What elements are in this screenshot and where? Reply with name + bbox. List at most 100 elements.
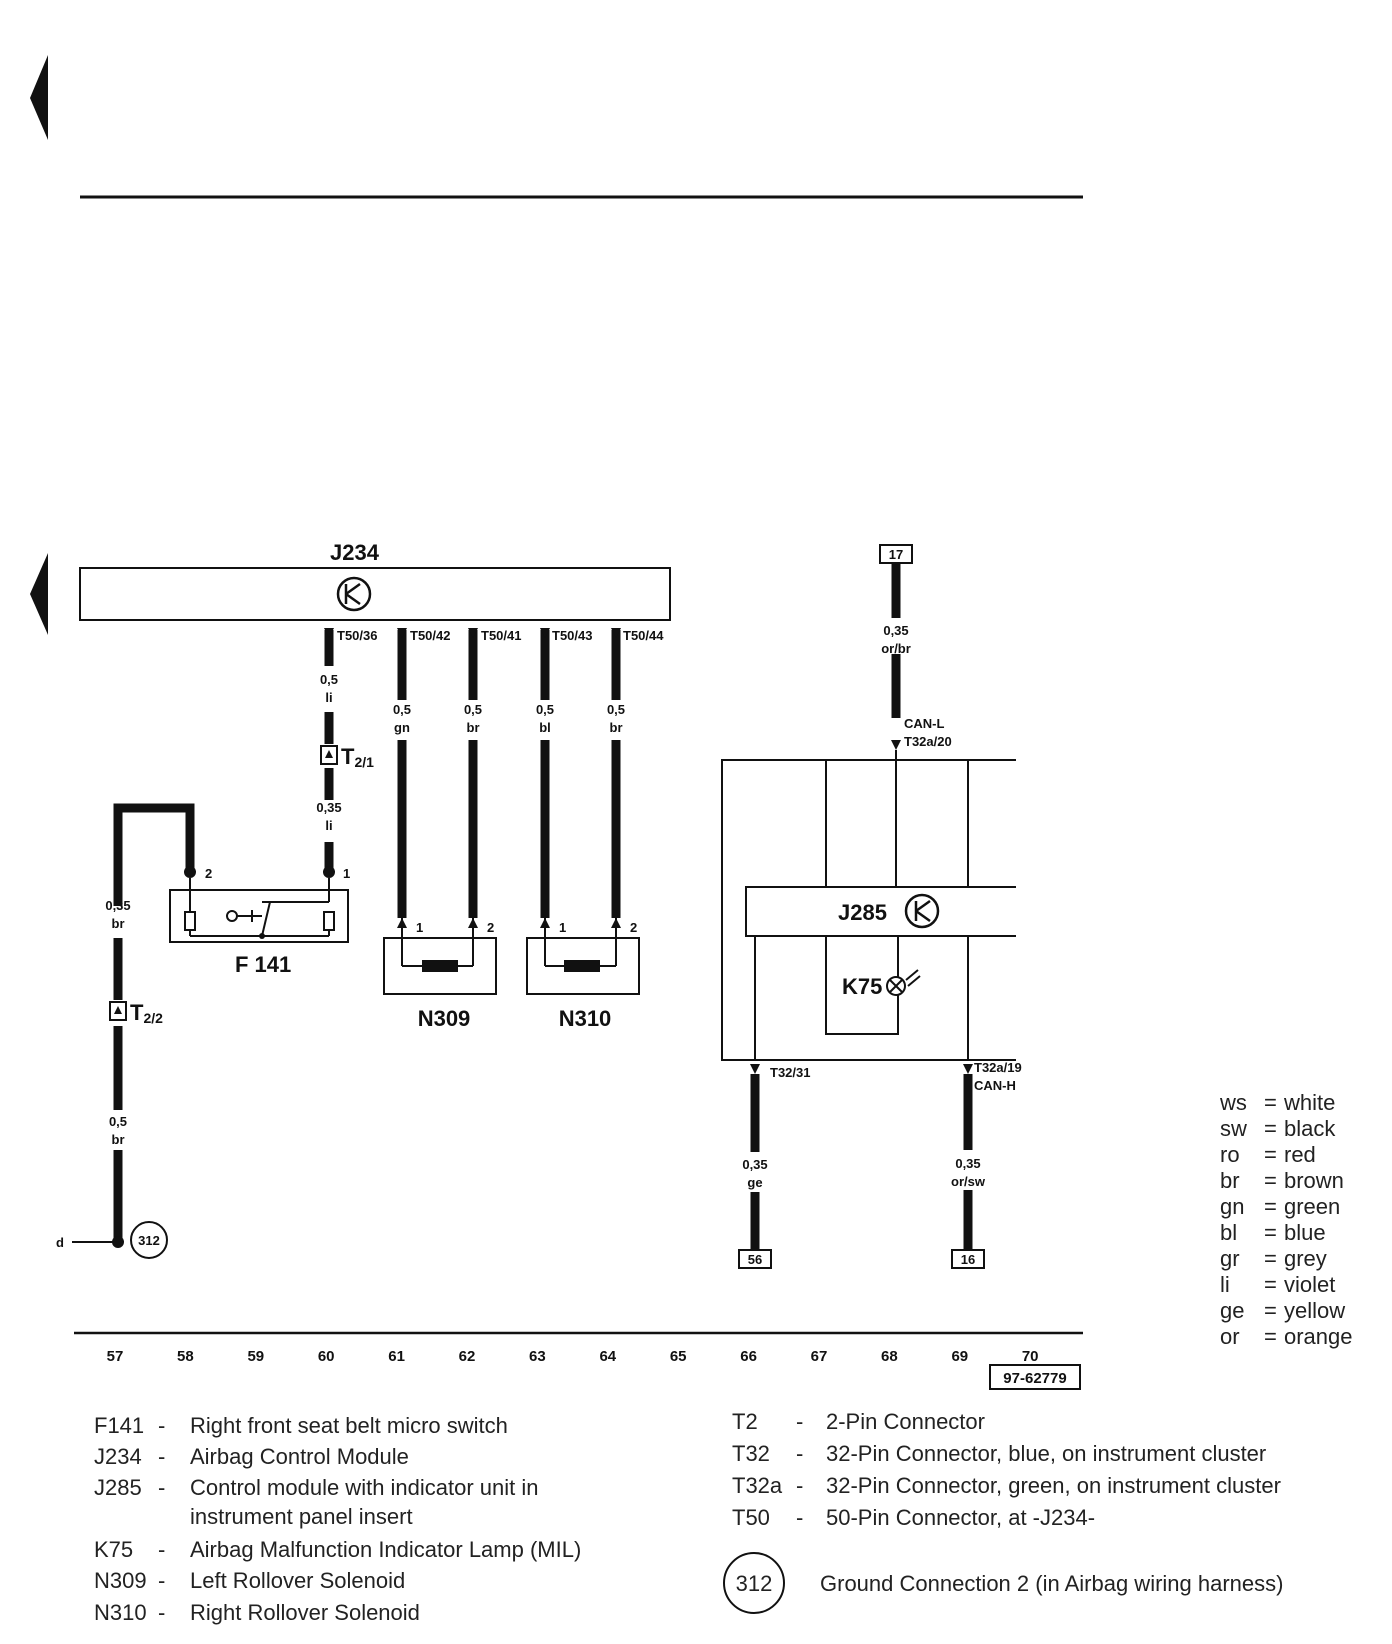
ground-junction-node: [112, 1236, 124, 1248]
track-number: 64: [599, 1348, 616, 1365]
legend-color-name: violet: [1284, 1272, 1335, 1297]
f141-pin2-node: [184, 866, 196, 878]
legend-code: li: [1220, 1272, 1230, 1297]
t2-1-connector-icon: [320, 745, 338, 765]
description-code: T50: [732, 1505, 770, 1530]
legend-equals: =: [1264, 1090, 1277, 1115]
diagram-id-label: 97-62779: [1003, 1370, 1066, 1387]
color-code-legend: ws=whitesw=blackro=redbr=browngn=greenbl…: [1219, 1090, 1353, 1349]
wire-size-n309-1: 0,5: [393, 702, 411, 717]
n309-coil: [422, 960, 458, 972]
description-dash: -: [158, 1600, 165, 1625]
pin-t50-43: T50/43: [552, 628, 592, 643]
j234-label: J234: [330, 540, 380, 565]
description-text: Control module with indicator unit in: [190, 1475, 539, 1500]
previous-page-arrow-icon[interactable]: [30, 55, 48, 140]
component-descriptions-left: F141 - Right front seat belt micro switchJ…: [94, 1413, 581, 1625]
legend-color-name: blue: [1284, 1220, 1326, 1245]
previous-section-arrow-icon[interactable]: [30, 553, 48, 635]
wire-color-n309-1: gn: [394, 720, 410, 735]
j234-pin-arrows: [324, 628, 621, 638]
legend-color-name: white: [1283, 1090, 1335, 1115]
wire-color-n310-1: bl: [539, 720, 551, 735]
n309-pin1-label: 1: [416, 920, 423, 935]
n309-pin2-label: 2: [487, 920, 494, 935]
ref-17-label: 17: [889, 547, 903, 562]
description-code: T32a: [732, 1473, 783, 1498]
description-text: Right front seat belt micro switch: [190, 1413, 508, 1438]
cluster-lower-wires: [750, 1074, 973, 1250]
legend-equals: =: [1264, 1246, 1277, 1271]
track-number: 67: [811, 1348, 828, 1365]
wire-size-f141-a: 0,5: [320, 672, 338, 687]
f141-pin2-label: 2: [205, 866, 212, 881]
ground-312-legend-code: 312: [736, 1571, 773, 1596]
wire-color-ground-a: br: [112, 916, 125, 931]
f141-switch-box: [169, 889, 349, 943]
track-number: 65: [670, 1348, 687, 1365]
legend-equals: =: [1264, 1116, 1277, 1141]
legend-color-name: black: [1284, 1116, 1336, 1141]
n310-box: [526, 937, 640, 995]
n310-label: N310: [559, 1006, 612, 1031]
f141-label: F 141: [235, 952, 291, 977]
wire-size-n309-2: 0,5: [464, 702, 482, 717]
ref-16-box: [951, 1249, 985, 1269]
wire-color-ground-b: br: [112, 1132, 125, 1147]
n309-pin1-arrow: [397, 918, 407, 928]
legend-color-name: green: [1284, 1194, 1340, 1219]
legend-code: gn: [1220, 1194, 1244, 1219]
legend-color-name: brown: [1284, 1168, 1344, 1193]
description-text: Airbag Malfunction Indicator Lamp (MIL): [190, 1537, 581, 1562]
legend-code: ws: [1219, 1090, 1247, 1115]
j234-wires: [324, 630, 621, 918]
t32a-20-arrow: [891, 740, 901, 750]
legend-color-name: orange: [1284, 1324, 1353, 1349]
wire-size-ground-b: 0,5: [109, 1114, 127, 1129]
legend-color-name: red: [1284, 1142, 1316, 1167]
wire-size-56: 0,35: [742, 1157, 767, 1172]
description-code: T32: [732, 1441, 770, 1466]
legend-code: gr: [1220, 1246, 1240, 1271]
wire-color-n309-2: br: [467, 720, 480, 735]
can-l-label: CAN-L: [904, 716, 944, 731]
legend-code: or: [1220, 1324, 1240, 1349]
track-number: 68: [881, 1348, 898, 1365]
t32a-19-arrow: [963, 1064, 973, 1074]
description-code: K75: [94, 1537, 133, 1562]
n310-pin2-arrow: [611, 918, 621, 928]
diagram-id-box: [989, 1364, 1081, 1390]
f141-switch-pivot: [259, 933, 265, 939]
track-number: 63: [529, 1348, 546, 1365]
description-dash: -: [796, 1473, 803, 1498]
ground-312-label: 312: [138, 1233, 160, 1248]
f141-wire-loop: [113, 803, 195, 906]
description-dash: -: [158, 1568, 165, 1593]
n309-box: [383, 937, 497, 995]
pin-t32a-19: T32a/19: [974, 1060, 1022, 1075]
wire-size-n310-2: 0,5: [607, 702, 625, 717]
ground-312-legend-text: Ground Connection 2 (in Airbag wiring ha…: [820, 1571, 1283, 1596]
description-text: 50-Pin Connector, at -J234-: [826, 1505, 1095, 1530]
legend-code: sw: [1220, 1116, 1247, 1141]
description-text: 2-Pin Connector: [826, 1409, 985, 1434]
f141-pin1-node: [323, 866, 335, 878]
ground-312-icon: [130, 1221, 168, 1259]
n310-pin1-label: 1: [559, 920, 566, 935]
pin-t32a-20: T32a/20: [904, 734, 952, 749]
track-number: 60: [318, 1348, 335, 1365]
track-number: 70: [1022, 1348, 1039, 1365]
n310-solenoid-icon: [544, 918, 617, 967]
description-code: N310: [94, 1600, 147, 1625]
wire-color-16: or/sw: [951, 1174, 986, 1189]
wire-size-16: 0,35: [955, 1156, 980, 1171]
ref-56-box: [738, 1249, 772, 1269]
description-code: J234: [94, 1444, 142, 1469]
legend-equals: =: [1264, 1142, 1277, 1167]
description-dash: -: [158, 1537, 165, 1562]
description-code: F141: [94, 1413, 144, 1438]
wire-size-f141-b: 0,35: [316, 800, 341, 815]
description-dash: -: [796, 1409, 803, 1434]
ref-56-label: 56: [748, 1252, 762, 1267]
